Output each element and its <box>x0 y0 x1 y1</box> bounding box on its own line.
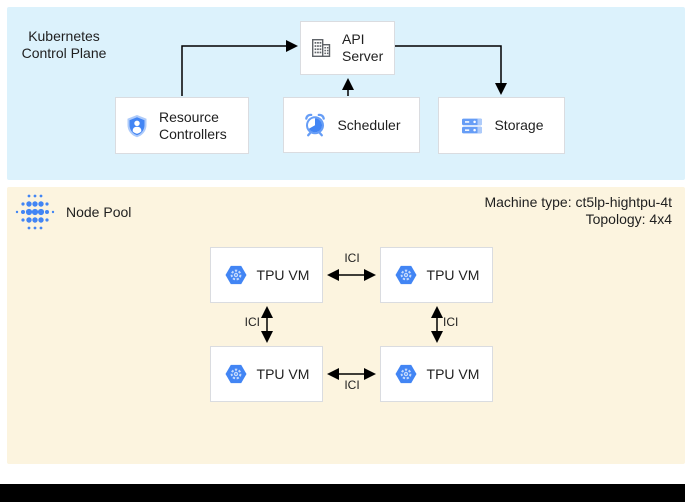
shield-person-icon <box>127 114 147 137</box>
tpu-vm-box-bottom-left: TPU VM <box>210 346 323 402</box>
storage-label: Storage <box>494 117 544 133</box>
tpu-hexagon-icon <box>225 364 247 384</box>
node-pool-title: Node Pool <box>66 204 132 220</box>
tpu-hexagon-icon <box>395 265 417 285</box>
node-pool-panel <box>7 187 685 464</box>
api-server-label: API Server <box>342 31 384 64</box>
control-plane-title: Kubernetes Control Plane <box>21 28 107 61</box>
scheduler-label: Scheduler <box>337 116 401 133</box>
tpu-vm-box-top-right: TPU VM <box>380 247 493 303</box>
storage-box: Storage <box>438 97 565 154</box>
tpu-hexagon-icon <box>395 364 417 384</box>
ici-label-right: ICI <box>443 315 459 329</box>
tpu-vm-label: TPU VM <box>256 266 310 283</box>
tpu-vm-label: TPU VM <box>256 365 310 382</box>
scheduler-box: Scheduler <box>283 97 420 153</box>
node-pool-metadata: Machine type: ct5lp-hightpu-4t Topology:… <box>484 194 672 228</box>
tpu-vm-label: TPU VM <box>426 266 480 283</box>
machine-type-text: Machine type: ct5lp-hightpu-4t <box>484 194 672 210</box>
ici-label-bottom: ICI <box>344 378 360 392</box>
tpu-vm-label: TPU VM <box>426 365 480 382</box>
resource-controllers-label: Resource Controllers <box>159 108 227 142</box>
footer-bar <box>0 484 685 502</box>
tpu-vm-box-top-left: TPU VM <box>210 247 323 303</box>
tpu-vm-box-bottom-right: TPU VM <box>380 346 493 402</box>
alarm-clock-icon <box>305 113 326 137</box>
resource-controllers-box: Resource Controllers <box>115 97 249 154</box>
topology-text: Topology: 4x4 <box>585 211 672 227</box>
server-stack-icon <box>462 118 483 133</box>
ici-label-left: ICI <box>244 315 260 329</box>
building-icon <box>312 39 331 58</box>
ici-label-top: ICI <box>344 251 360 265</box>
api-server-box: API Server <box>300 21 395 75</box>
dot-grid-icon <box>15 194 55 230</box>
tpu-hexagon-icon <box>225 265 247 285</box>
